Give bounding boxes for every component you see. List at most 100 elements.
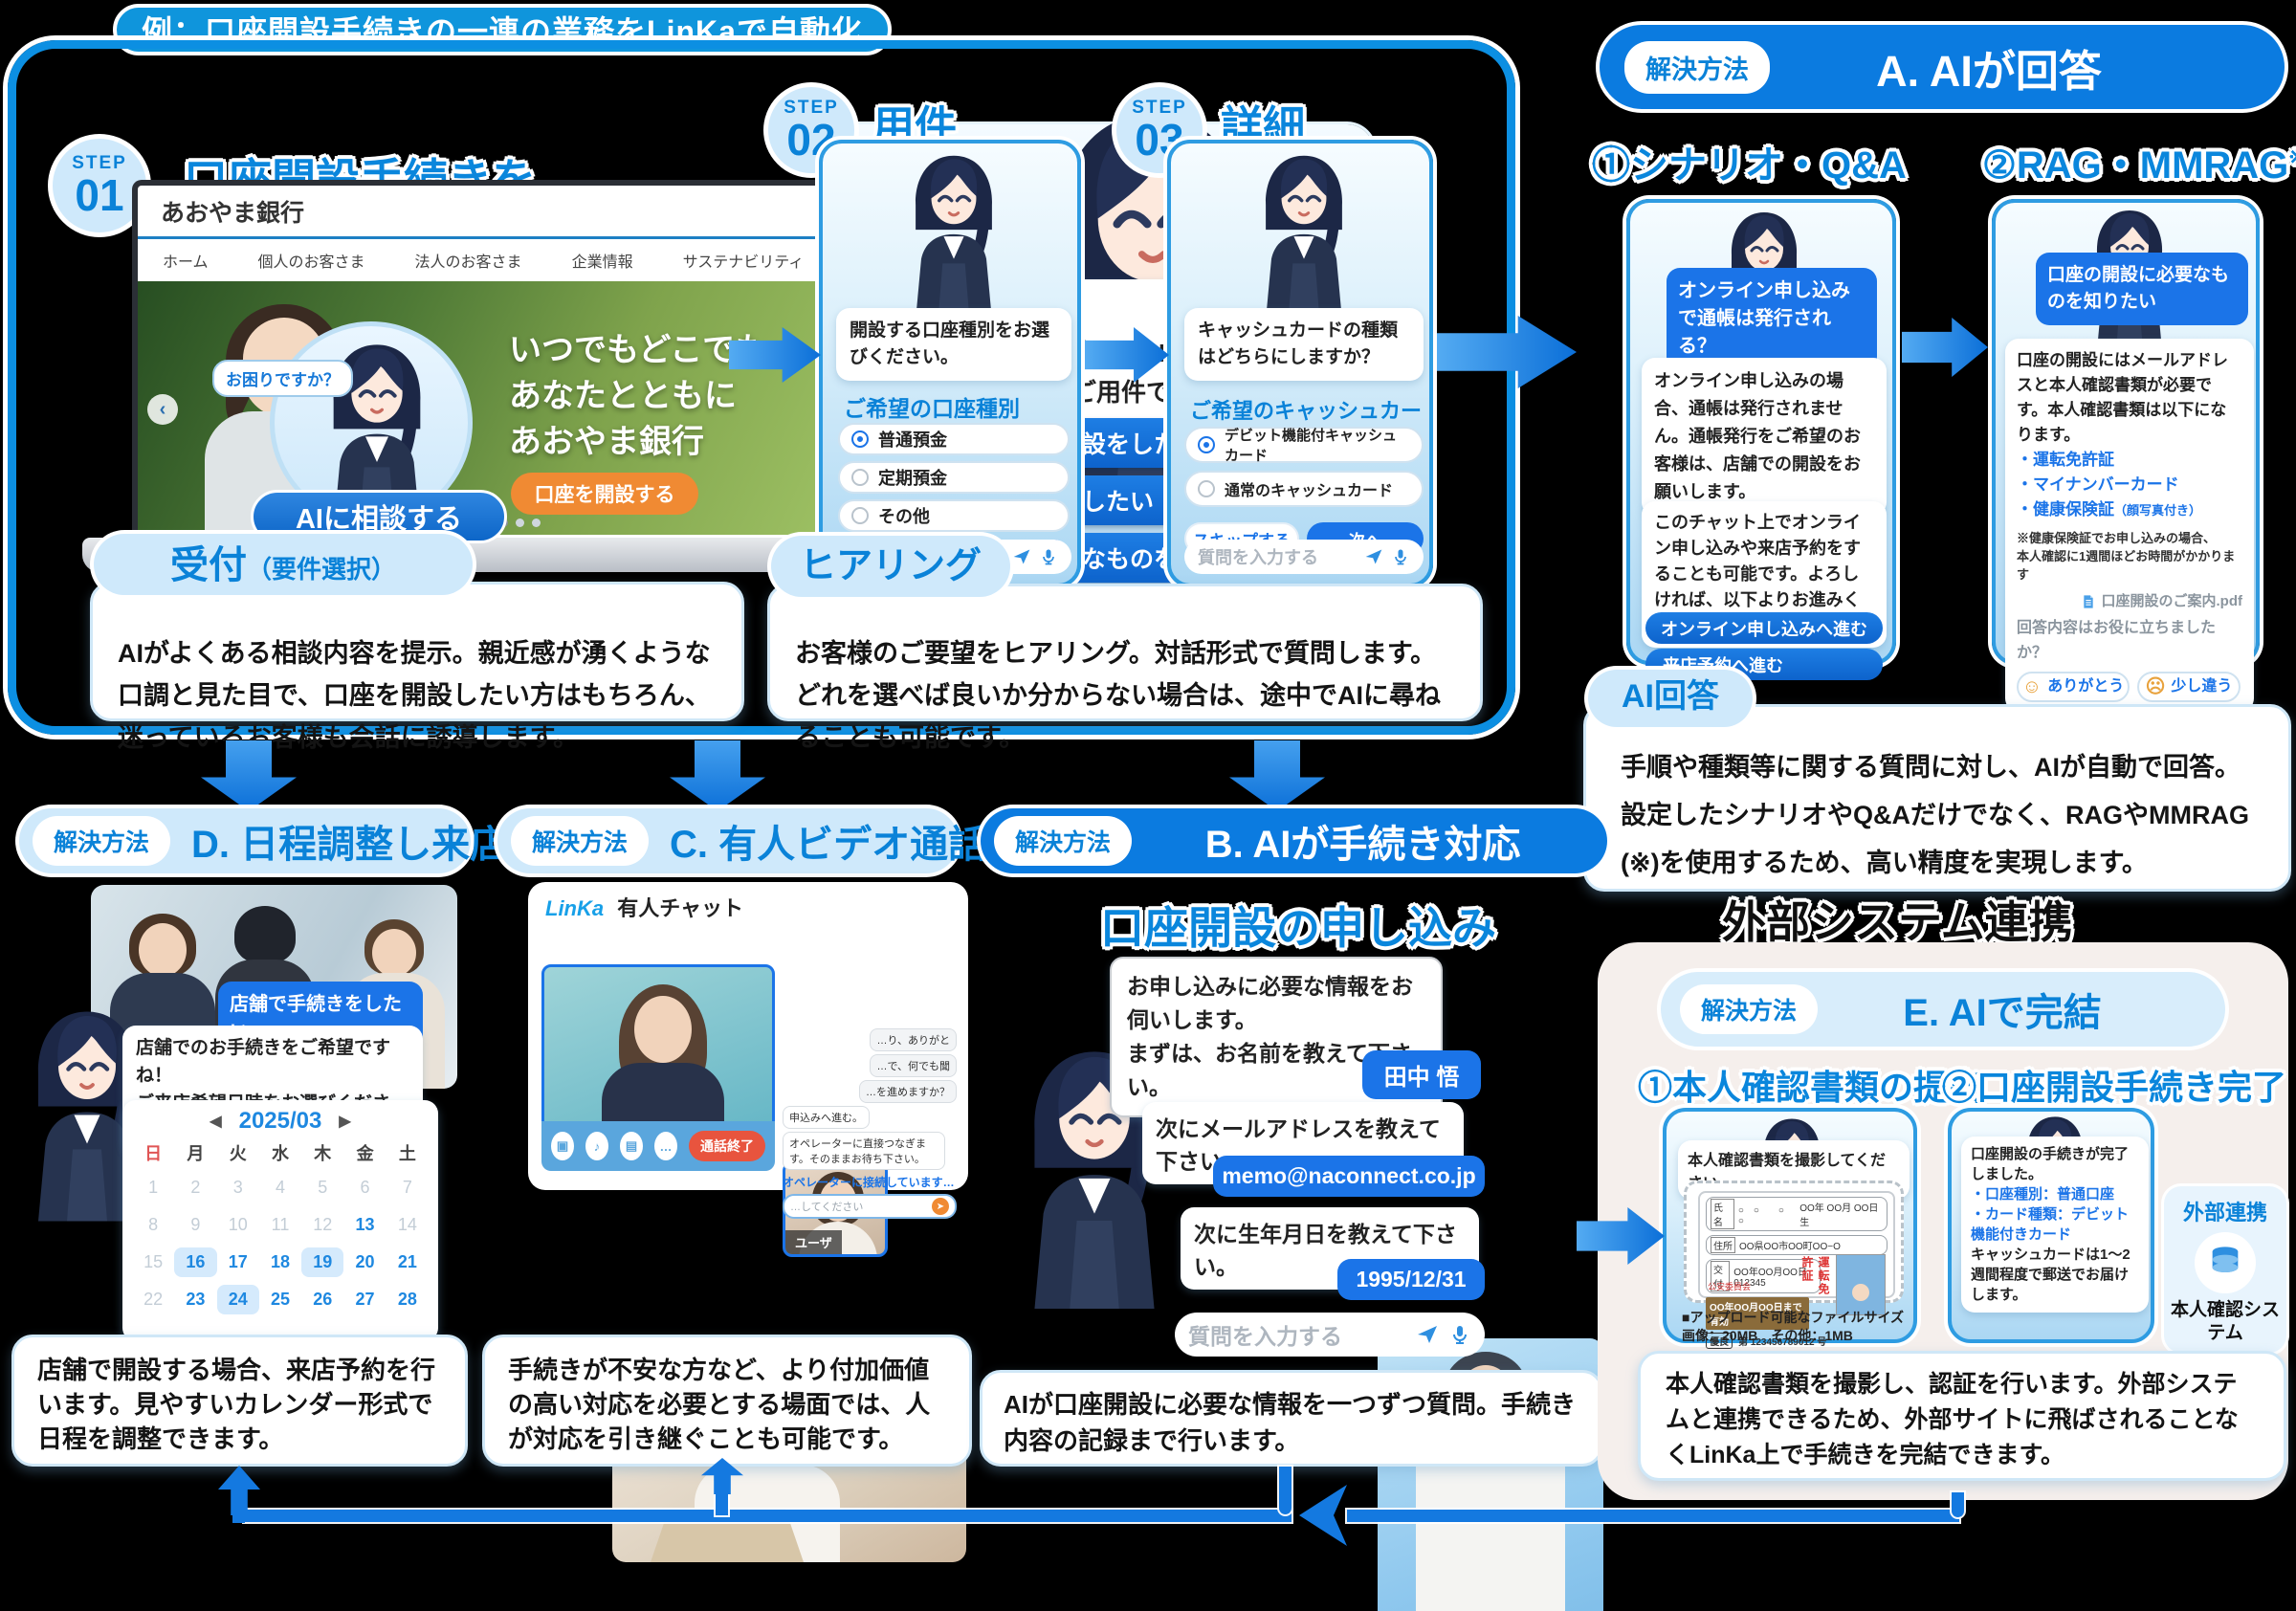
mic-icon[interactable]: [1448, 1323, 1471, 1346]
radio-other[interactable]: その他: [838, 499, 1070, 532]
calendar-day[interactable]: 6: [360, 1178, 370, 1197]
send-icon[interactable]: [1416, 1323, 1439, 1346]
calendar-day[interactable]: 9: [190, 1215, 201, 1234]
sectionA-head2: ②RAG・MMRAG※: [1982, 144, 2296, 187]
smile-icon: ☺: [2021, 676, 2042, 697]
reception-tag: 受付 （要件選択）: [94, 534, 473, 595]
thanks-button[interactable]: ☺ありがとう: [2017, 672, 2130, 702]
calendar-day[interactable]: 23: [186, 1290, 206, 1309]
send-icon[interactable]: [1364, 547, 1383, 566]
radio-off-icon: [851, 469, 869, 486]
calendar-day[interactable]: 21: [397, 1252, 417, 1271]
calendar-next-icon[interactable]: ▶: [339, 1114, 351, 1130]
help-tag: お困りですか？: [212, 360, 353, 397]
carousel-prev-icon[interactable]: ‹: [147, 394, 178, 425]
radio-debit[interactable]: デビット機能付キャッシュカード: [1184, 427, 1424, 464]
online-apply-button[interactable]: オンライン申し込みへ進む: [1645, 612, 1883, 644]
calendar-day[interactable]: 8: [148, 1215, 159, 1234]
calendar-day[interactable]: 28: [397, 1290, 417, 1309]
mic-icon[interactable]: [1039, 547, 1058, 566]
calendar-day[interactable]: 3: [232, 1178, 243, 1197]
c-chat-msg[interactable]: 申込みへ進む。: [783, 1106, 870, 1129]
calendar-day[interactable]: 4: [275, 1178, 285, 1197]
c-chat-msg: …を進めますか？: [859, 1080, 957, 1103]
calendar-header: ◀ 2025/03 ▶: [132, 1108, 429, 1135]
b-user-bubble3: 1995/12/31: [1337, 1259, 1485, 1300]
calendar-prev-icon[interactable]: ◀: [210, 1114, 222, 1130]
bank-website-window: あおやま銀行 ホーム 個人のお客さま 法人のお客さま 企業情報 サステナビリティ…: [132, 180, 834, 538]
camera-icon[interactable]: ▣: [551, 1132, 574, 1160]
calendar-day[interactable]: 5: [318, 1178, 328, 1197]
calendar-day[interactable]: 25: [270, 1290, 290, 1309]
radio-normal-card[interactable]: 通常のキャッシュカード: [1184, 471, 1424, 507]
send-icon[interactable]: [1012, 547, 1031, 566]
calendar-grid: 日月火水木金土 1 2 3 4 5 6 7 8 9 10 11 12 13 14…: [132, 1140, 429, 1314]
nav-sustainability[interactable]: サステナビリティ: [682, 254, 805, 271]
share-icon[interactable]: ▤: [620, 1132, 643, 1160]
c-chat-column: …り、ありがと …で、何でも聞 …を進めますか？ 申込みへ進む。 オペレーターに…: [783, 1026, 957, 1219]
arrow-down-to-C: [670, 740, 765, 811]
e2-msg: 口座開設の手続きが完了しました。 ・口座種別：普通口座 ・カード種類：デビット機…: [1961, 1137, 2149, 1313]
calendar-day[interactable]: 2: [190, 1178, 201, 1197]
radio-futsu[interactable]: 普通預金: [838, 423, 1070, 455]
linka-logo: LinKa: [545, 896, 605, 920]
calendar-day[interactable]: 18: [270, 1252, 290, 1271]
calendar-day[interactable]: 24: [216, 1285, 259, 1314]
reception-note-box: AIがよくある相談内容を提示。親近感が湧くような口調と見た目で、口座を開設したい…: [90, 582, 744, 752]
solution-pill: 解決方法: [33, 816, 171, 866]
nav-corporate[interactable]: 法人のお客さま: [414, 254, 522, 271]
calendar-day[interactable]: 19: [301, 1247, 344, 1277]
calendar-day[interactable]: 12: [313, 1215, 333, 1234]
step1-number: 01: [75, 170, 124, 220]
user-label: ユーザ: [785, 1230, 842, 1254]
doc-item: ・マイナンバーカード: [2017, 475, 2179, 494]
calendar-day[interactable]: 13: [355, 1215, 375, 1234]
frown-icon: ☹: [2145, 676, 2166, 697]
step3-question-bubble: キャッシュカードの種類はどちらにしますか？: [1184, 308, 1424, 381]
calendar-day[interactable]: 7: [402, 1178, 412, 1197]
hearing-note-text: お客様のご要望をヒアリング。対話形式で質問します。どれを選べば良いか分からない場…: [795, 639, 1441, 752]
c-chat-input[interactable]: …してください ➤: [783, 1194, 957, 1219]
connector-stem-e: [1952, 1492, 1964, 1517]
calendar-day[interactable]: 27: [355, 1290, 375, 1309]
question-input[interactable]: 質問を入力する: [1175, 1313, 1485, 1357]
database-icon: [2195, 1232, 2256, 1293]
sectionA-head1: ①シナリオ・Q&A: [1592, 144, 1907, 187]
nav-personal[interactable]: 個人のお客さま: [257, 254, 365, 271]
solution-pill: 解決方法: [994, 816, 1133, 866]
calendar-day[interactable]: 20: [355, 1252, 375, 1271]
calendar-day[interactable]: 26: [313, 1290, 333, 1309]
c-chat-msg: オペレーターに直接つなぎます。そのままお待ち下さい。: [783, 1132, 945, 1170]
sectionD-note-box: 店舗で開設する場合、来店予約を行います。見やすいカレンダー形式で日程を調整できま…: [11, 1335, 468, 1467]
sectionC-note-text: 手続きが不安な方など、より付加価値の高い対応を必要とする場面では、人が対応を引き…: [508, 1356, 931, 1453]
question-input[interactable]: 質問を入力する: [1184, 540, 1424, 574]
mic-icon[interactable]: ♪: [585, 1132, 608, 1160]
id-upload-phone: 本人確認書類を撮影してください。 氏名○ ○ ○ ○OO年 OO月 OO日生 住…: [1663, 1108, 1917, 1349]
calendar-day[interactable]: 17: [228, 1252, 248, 1271]
radio-on-icon: [1198, 436, 1215, 453]
nav-company[interactable]: 企業情報: [571, 254, 633, 271]
different-button[interactable]: ☹少し違う: [2137, 672, 2241, 702]
c-chat-msg: …り、ありがと: [870, 1028, 957, 1051]
doc-item: ・健康保険証（顔写真付き）: [2017, 500, 2202, 519]
calendar-day[interactable]: 11: [271, 1215, 290, 1234]
calendar-day[interactable]: 15: [144, 1252, 164, 1271]
reception-note-text: AIがよくある相談内容を提示。親近感が湧くような口調と見た目で、口座を開設したい…: [118, 639, 711, 752]
calendar-day[interactable]: 22: [144, 1290, 164, 1309]
nav-home[interactable]: ホーム: [163, 254, 209, 271]
calendar-day[interactable]: 14: [397, 1215, 417, 1234]
sectionE-head2: ②口座開設手続き完了: [1942, 1068, 2287, 1107]
pdf-link[interactable]: 口座開設のご案内.pdf: [2017, 589, 2242, 614]
open-account-button[interactable]: 口座を開設する: [511, 473, 698, 515]
calendar-day[interactable]: 1: [148, 1178, 159, 1197]
mic-icon[interactable]: [1391, 547, 1410, 566]
sectionB-header: 解決方法 B. AIが手続き対応: [981, 808, 1607, 873]
calendar-day[interactable]: 10: [228, 1215, 248, 1234]
calendar-day[interactable]: 16: [174, 1247, 217, 1277]
radio-teiki[interactable]: 定期預金: [838, 461, 1070, 494]
scenario-phone: オンライン申し込みで通帳は発行される？ オンライン申し込みの場合、通帳は発行され…: [1626, 199, 1896, 680]
send-icon[interactable]: ➤: [932, 1198, 949, 1215]
end-call-button[interactable]: 通話終了: [689, 1131, 765, 1161]
more-icon[interactable]: …: [654, 1132, 677, 1160]
